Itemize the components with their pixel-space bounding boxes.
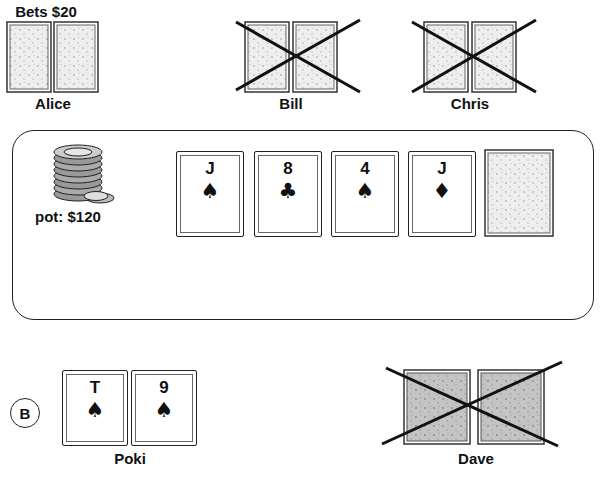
card-rank: T (90, 378, 100, 398)
player-name: Bill (279, 95, 302, 112)
player-name: Poki (114, 450, 146, 467)
playing-card: T♠ (62, 370, 128, 446)
card-suit: ♠ (155, 398, 174, 422)
card-suit: ♠ (86, 398, 105, 422)
button-letter: B (20, 405, 31, 422)
fold-cross (412, 20, 536, 92)
chip-stack (54, 145, 114, 203)
fold-cross (382, 362, 562, 446)
fold-cross (236, 20, 360, 92)
player-name: Alice (35, 95, 71, 112)
face-down-card (472, 22, 516, 92)
dealer-button: B (10, 398, 40, 428)
card-suit: ♠ (201, 179, 220, 203)
player-name: Chris (451, 95, 489, 112)
pot-amount: pot: $120 (35, 208, 101, 225)
playing-card: J♠ (176, 151, 244, 237)
card-suit: ♣ (279, 179, 298, 203)
card-suit: ♦ (433, 179, 452, 203)
playing-card: 8♣ (254, 151, 322, 237)
player-name: Dave (458, 450, 494, 467)
face-down-card (478, 370, 544, 444)
card-suit: ♠ (356, 179, 375, 203)
playing-card: J♦ (408, 151, 476, 237)
card-rank: 4 (360, 159, 369, 179)
card-rank: 8 (283, 159, 292, 179)
face-down-card (54, 22, 98, 92)
poker-table: J♠8♣4♠J♦pot: $120 (12, 130, 594, 320)
face-down-card (485, 150, 553, 236)
card-rank: 9 (159, 378, 168, 398)
playing-card: 4♠ (331, 151, 399, 237)
playing-card: 9♠ (131, 370, 197, 446)
card-rank: J (205, 159, 214, 179)
bet-amount: Bets $20 (15, 3, 77, 20)
face-down-card (7, 22, 51, 92)
card-rank: J (437, 159, 446, 179)
